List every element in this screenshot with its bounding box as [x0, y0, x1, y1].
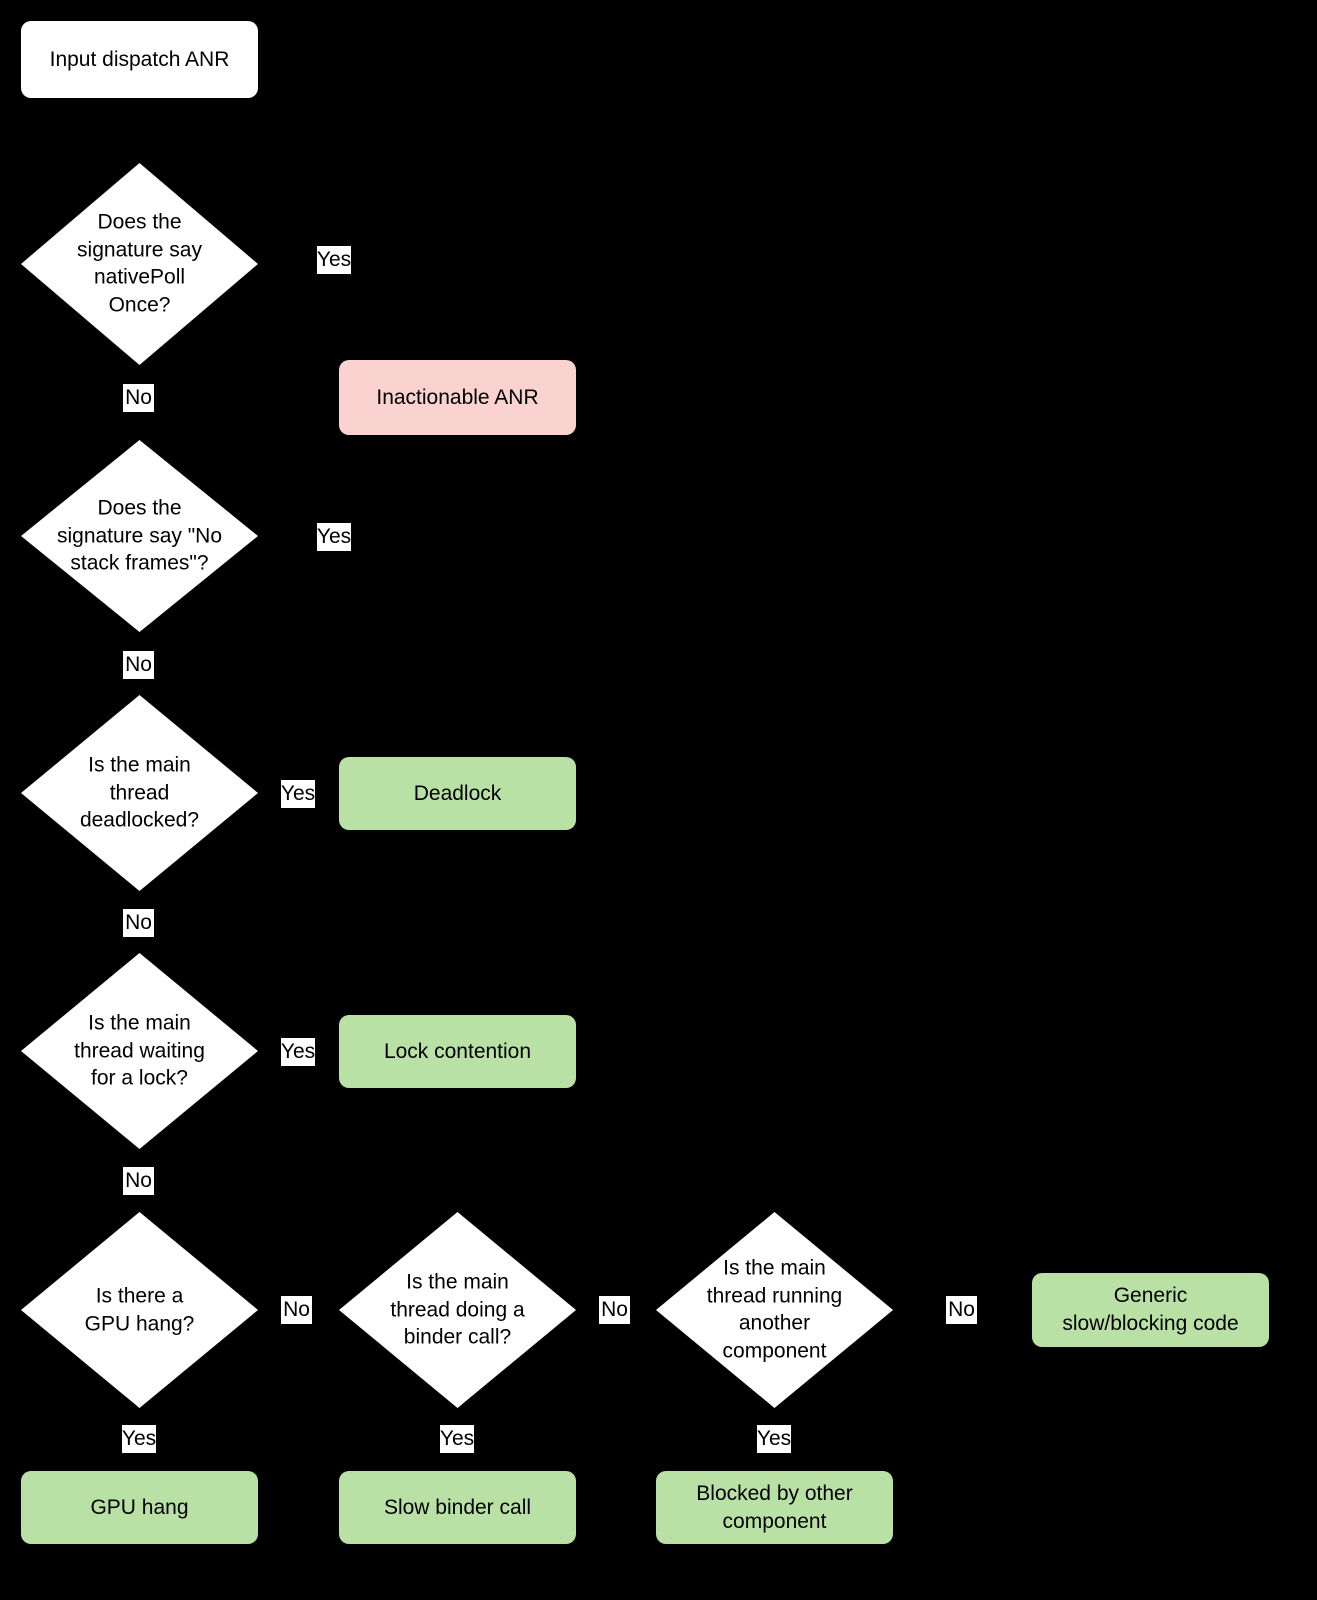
node-decision-nativepollonce[interactable]: Does the signature say nativePoll Once? [21, 163, 258, 365]
diamond-shape [656, 1212, 893, 1408]
node-decision-no-stack-frames[interactable]: Does the signature say "No stack frames"… [21, 440, 258, 632]
edge-label-text: No [601, 1298, 628, 1321]
edge-label-text: No [125, 653, 152, 676]
diamond-shape [21, 163, 258, 365]
node-result-blocked-by-other-component[interactable]: Blocked by other component [656, 1471, 893, 1544]
edge-label-text: Yes [316, 525, 352, 548]
edge-label-nativepoll-yes: Yes [317, 246, 351, 274]
diamond-shape [21, 440, 258, 632]
node-result-lock-contention-label: Lock contention [383, 1039, 532, 1063]
node-result-inactionable-anr[interactable]: Inactionable ANR [339, 360, 576, 435]
edge-label-text: Yes [756, 1427, 792, 1450]
edge-label-lock-yes: Yes [281, 1038, 315, 1066]
node-result-inactionable-anr-label: Inactionable ANR [376, 385, 539, 409]
edge-label-nostack-no: No [123, 651, 154, 679]
diamond-shape [21, 1212, 258, 1408]
node-start-label: Input dispatch ANR [49, 47, 230, 71]
edge-label-deadlock-no: No [123, 909, 154, 937]
edge-label-nativepoll-no: No [123, 384, 154, 412]
edge-label-gpu-yes: Yes [122, 1425, 156, 1453]
edge-label-binder-yes: Yes [440, 1425, 474, 1453]
node-result-slow-binder-call-label: Slow binder call [383, 1495, 532, 1519]
node-decision-gpu-hang[interactable]: Is there a GPU hang? [21, 1212, 258, 1408]
edge-label-nostack-yes: Yes [317, 523, 351, 551]
node-result-deadlock[interactable]: Deadlock [339, 757, 576, 830]
edge-label-lock-no: No [123, 1167, 154, 1195]
node-decision-binder-call[interactable]: Is the main thread doing a binder call? [339, 1212, 576, 1408]
node-decision-main-thread-deadlocked[interactable]: Is the main thread deadlocked? [21, 695, 258, 891]
node-result-gpu-hang[interactable]: GPU hang [21, 1471, 258, 1544]
node-result-deadlock-label: Deadlock [413, 781, 502, 805]
node-result-generic-slow-blocking-code[interactable]: Generic slow/blocking code [1032, 1273, 1269, 1347]
diamond-shape [339, 1212, 576, 1408]
node-decision-main-thread-waiting-lock[interactable]: Is the main thread waiting for a lock? [21, 953, 258, 1149]
edge-label-text: No [125, 911, 152, 934]
edge-label-component-yes: Yes [757, 1425, 791, 1453]
edge-label-gpu-no: No [281, 1296, 312, 1324]
edge-label-text: Yes [316, 248, 352, 271]
edge-label-binder-no: No [599, 1296, 630, 1324]
node-result-generic-slow-blocking-code-label: Generic slow/blocking code [1062, 1284, 1239, 1335]
edge-label-text: Yes [439, 1427, 475, 1450]
diamond-shape [21, 953, 258, 1149]
edge-label-text: No [125, 1169, 152, 1192]
edge-label-component-no: No [946, 1296, 977, 1324]
edge-label-text: Yes [121, 1427, 157, 1450]
node-result-gpu-hang-label: GPU hang [90, 1495, 189, 1519]
node-result-lock-contention[interactable]: Lock contention [339, 1015, 576, 1088]
edge-label-text: No [283, 1298, 310, 1321]
edge-label-text: Yes [280, 782, 316, 805]
node-decision-running-another-component[interactable]: Is the main thread running another compo… [656, 1212, 893, 1408]
edge-label-deadlock-yes: Yes [281, 780, 315, 808]
edge-label-text: No [125, 386, 152, 409]
edge-label-text: No [948, 1298, 975, 1321]
edge-label-text: Yes [280, 1040, 316, 1063]
diamond-shape [21, 695, 258, 891]
node-result-blocked-by-other-component-label: Blocked by other component [696, 1481, 853, 1533]
node-start-input-dispatch-anr[interactable]: Input dispatch ANR [21, 21, 258, 98]
node-result-slow-binder-call[interactable]: Slow binder call [339, 1471, 576, 1544]
